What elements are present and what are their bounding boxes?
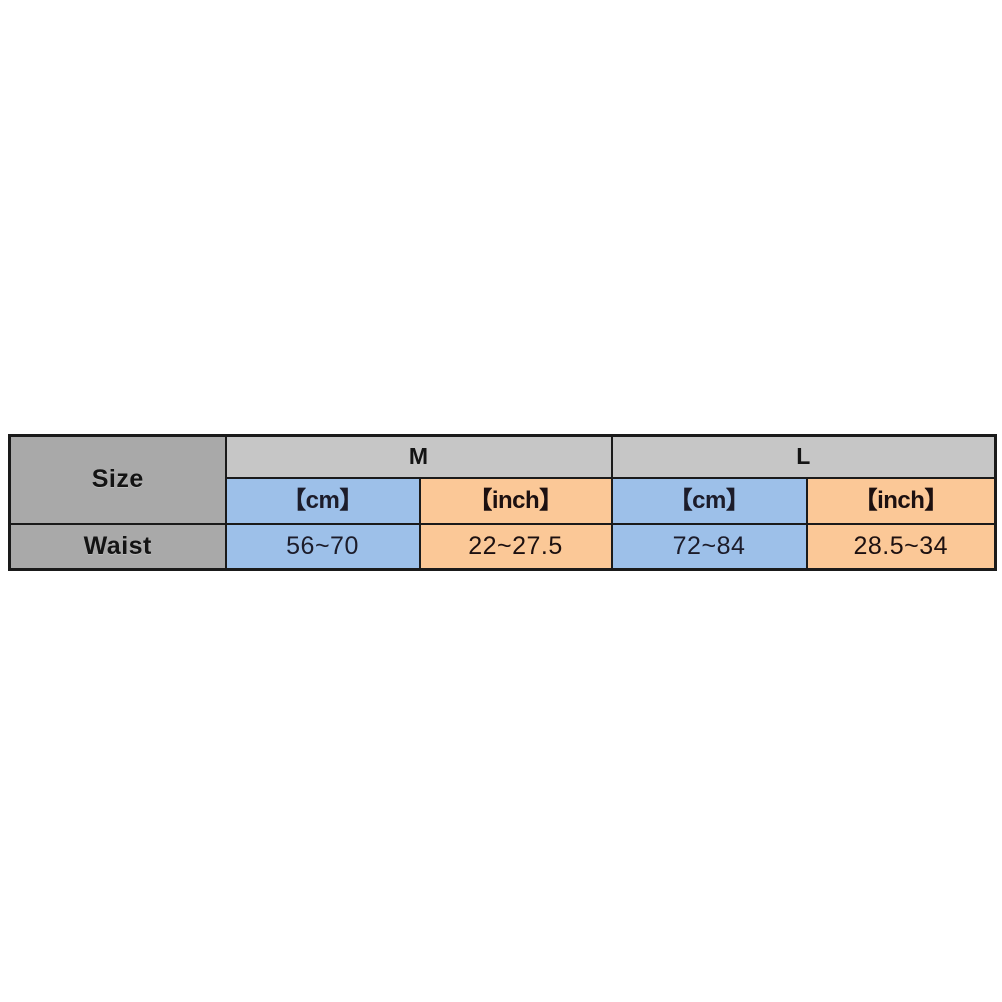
header-cell-group-l: L xyxy=(610,434,997,479)
data-cell-waist-m-inch: 22~27.5 xyxy=(418,522,613,571)
table-row-waist: Waist 56~70 22~27.5 72~84 28.5~34 xyxy=(8,522,997,571)
header-cell-unit-m-inch: 【inch】 xyxy=(418,476,613,525)
header-cell-size: Size xyxy=(8,434,227,525)
data-cell-waist-l-inch: 28.5~34 xyxy=(805,522,997,571)
size-label-text: Size xyxy=(91,465,144,494)
waist-m-cm-text: 56~70 xyxy=(286,531,359,560)
waist-l-inch-text: 28.5~34 xyxy=(853,531,949,560)
data-cell-waist-l-cm: 72~84 xyxy=(610,522,808,571)
unit-m-cm-text: 【cm】 xyxy=(282,486,363,514)
header-cell-unit-m-cm: 【cm】 xyxy=(224,476,421,525)
header-cell-group-m: M xyxy=(224,434,613,479)
waist-m-inch-text: 22~27.5 xyxy=(468,531,563,560)
header-cell-unit-l-cm: 【cm】 xyxy=(610,476,808,525)
waist-label-text: Waist xyxy=(83,531,152,560)
table-row-units: 【cm】 【inch】 【cm】 【inch】 xyxy=(10,476,997,525)
data-cell-waist-m-cm: 56~70 xyxy=(224,522,421,571)
unit-l-inch-text: 【inch】 xyxy=(853,486,949,514)
size-chart-table: Size M L 【cm】 【inch】 【cm】 【inch】 xyxy=(8,434,998,571)
unit-l-cm-text: 【cm】 xyxy=(668,486,750,514)
table-row-size-groups: Size M L xyxy=(8,434,997,525)
group-m-text: M xyxy=(408,443,429,470)
unit-m-inch-text: 【inch】 xyxy=(468,486,563,514)
row-label-waist: Waist xyxy=(8,522,227,571)
header-cell-unit-l-inch: 【inch】 xyxy=(805,476,997,525)
group-l-text: L xyxy=(796,443,811,470)
waist-l-cm-text: 72~84 xyxy=(672,531,746,560)
